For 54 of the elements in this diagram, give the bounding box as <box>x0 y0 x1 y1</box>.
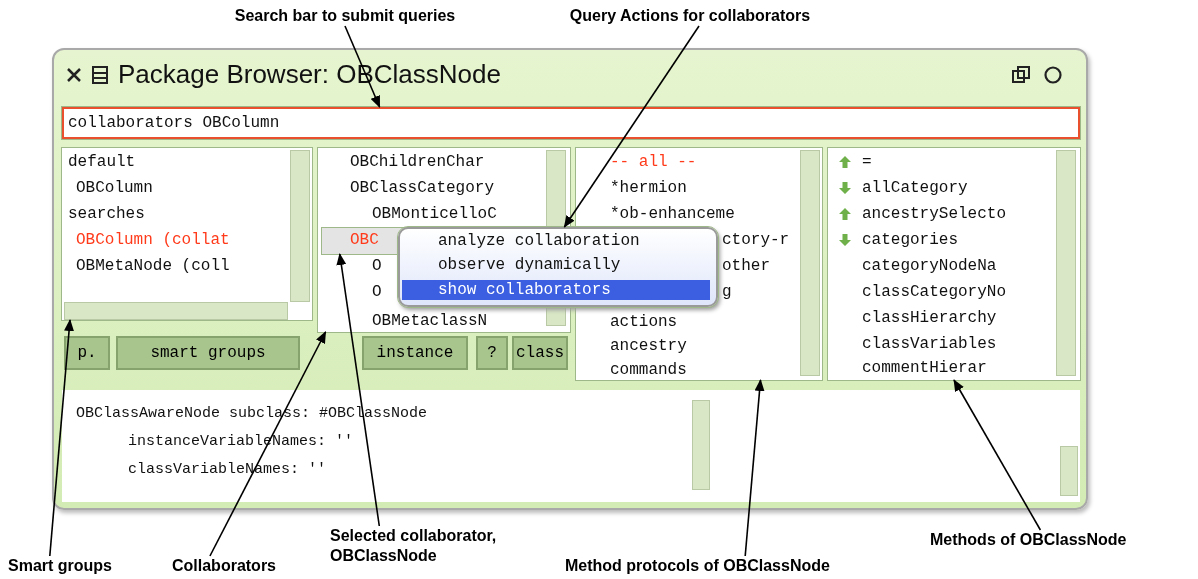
list-item: g <box>722 282 732 302</box>
list-item: OBMonticelloC <box>372 204 497 224</box>
leader-line <box>953 379 1042 531</box>
selected-list-item: OBC <box>350 230 379 250</box>
list-item: allCategory <box>862 178 968 198</box>
list-item: actions <box>610 312 678 332</box>
list-item: default <box>68 152 136 172</box>
callout-label: Methods of OBClassNode <box>930 530 1170 550</box>
list-item: OBColumn <box>76 178 153 198</box>
callout-label: Search bar to submit queries <box>180 6 510 26</box>
leader-line <box>744 379 765 557</box>
list-item: other <box>722 256 770 276</box>
toggle-button: smart groups <box>116 336 300 370</box>
list-item: *ob-enhanceme <box>610 204 735 224</box>
toggle-button: p. <box>64 336 110 370</box>
callout-label: Method protocols of OBClassNode <box>565 556 905 576</box>
list-item: OBClassCategory <box>350 178 495 198</box>
menu-item: analyze collaboration <box>438 231 640 251</box>
toggle-button: class <box>512 336 568 370</box>
leader-line <box>49 319 75 557</box>
highlighted-menu-item: show collaborators <box>402 280 710 300</box>
list-item: commands <box>610 360 687 380</box>
list-item: ancestry <box>610 336 687 356</box>
list-item: *hermion <box>610 178 687 198</box>
leader-line <box>336 253 381 527</box>
menu-item: observe dynamically <box>438 255 621 275</box>
list-item: commentHierar <box>862 358 987 378</box>
query-text: collaborators OBColumn <box>68 113 280 133</box>
list-item: OBMetaNode (coll <box>76 256 230 276</box>
list-item: = <box>862 152 872 172</box>
list-item: ancestrySelecto <box>862 204 1007 224</box>
toggle-button: instance <box>362 336 468 370</box>
leader-line <box>209 331 327 557</box>
list-item: classHierarchy <box>862 308 997 328</box>
list-item: OBChildrenChar <box>350 152 485 172</box>
list-item: O <box>372 282 382 302</box>
search-field <box>62 107 1080 139</box>
selected-list-item: -- all -- <box>610 152 697 172</box>
toggle-button: ? <box>476 336 508 370</box>
selected-list-item: OBColumn (collat <box>76 230 230 250</box>
list-item: categories <box>862 230 958 250</box>
list-item: O <box>372 256 382 276</box>
callout-label: Collaborators <box>172 556 287 576</box>
list-item: classVariables <box>862 334 997 354</box>
callout-label: Query Actions for collaborators <box>540 6 840 26</box>
leader-line <box>563 25 700 228</box>
list-pane <box>828 148 1080 380</box>
list-item: searches <box>68 204 145 224</box>
callout-label: Smart groups <box>8 556 118 576</box>
list-item: classCategoryNo <box>862 282 1007 302</box>
list-item: categoryNodeNa <box>862 256 997 276</box>
callout-label: Selected collaborator, OBClassNode <box>330 526 500 566</box>
list-item: ctory-r <box>722 230 790 250</box>
list-item: OBMetaclassN <box>372 311 488 331</box>
